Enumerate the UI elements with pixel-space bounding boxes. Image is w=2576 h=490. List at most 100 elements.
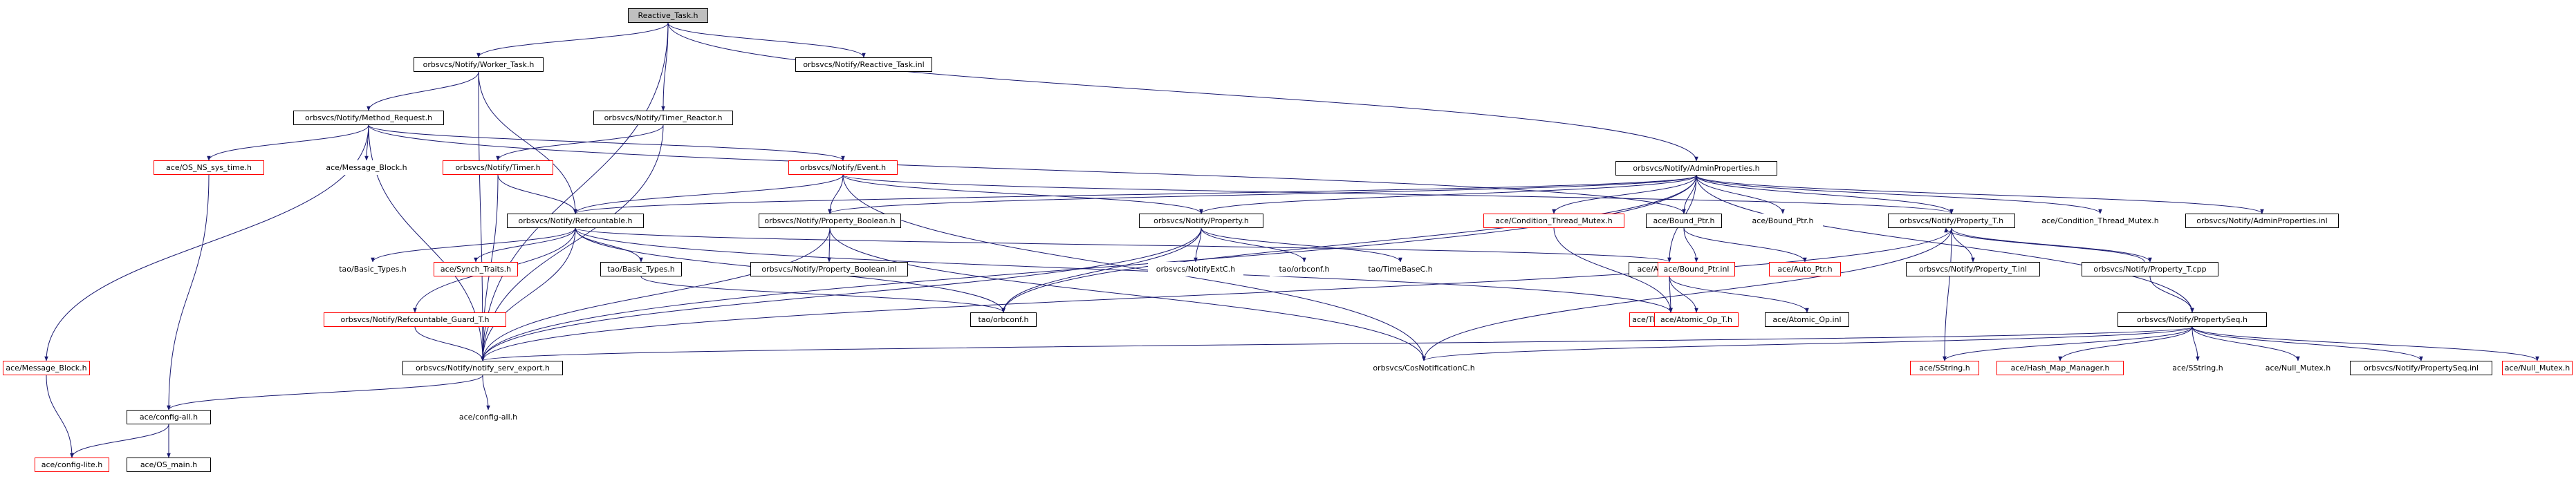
edge-ap-to-api xyxy=(1696,175,2264,214)
node-method-request-h[interactable]: orbsvcs/Notify/Method_Request.h xyxy=(293,111,444,125)
edge-rgt-to-nse xyxy=(414,326,485,361)
node-orbconf-h[interactable]: tao/orbconf.h xyxy=(970,312,1037,327)
node-auto-ptr-h[interactable]: ace/Auto_Ptr.h xyxy=(1769,262,1841,276)
edge-ap-to-ctm xyxy=(1552,175,1697,214)
node-property-h[interactable]: orbsvcs/Notify/Property.h xyxy=(1139,214,1263,228)
node-worker-task-h[interactable]: orbsvcs/Notify/Worker_Task.h xyxy=(414,57,544,72)
node-admin-properties-h[interactable]: orbsvcs/Notify/AdminProperties.h xyxy=(1615,161,1777,176)
node-cos-notification-c-h: orbsvcs/CosNotificationC.h xyxy=(1360,361,1488,375)
edge-pt-to-ptc xyxy=(1951,227,2152,263)
edge-ref-to-tbt2 xyxy=(575,227,643,263)
node-null-mutex-h-ext: ace/Null_Mutex.h xyxy=(2260,361,2336,375)
edge-nse-to-cfa2 xyxy=(482,375,490,411)
node-config-all-h-ext: ace/config-all.h xyxy=(450,410,527,424)
edge-ap-to-ctmw xyxy=(1696,175,2102,214)
node-message-block-h[interactable]: ace/Message_Block.h xyxy=(3,361,90,375)
edge-bp-to-bpi xyxy=(1683,227,1698,263)
node-refcountable-h[interactable]: orbsvcs/Notify/Refcountable.h xyxy=(507,214,644,228)
edge-pb-to-cnc xyxy=(829,227,1426,361)
edge-ao-to-aoi xyxy=(1669,276,1809,313)
node-event-h[interactable]: orbsvcs/Notify/Event.h xyxy=(788,160,898,175)
edge-ap-to-bpw xyxy=(1696,175,1785,214)
node-property-t-h[interactable]: orbsvcs/Notify/Property_T.h xyxy=(1888,214,2015,228)
edge-ref-to-st xyxy=(474,227,576,263)
edge-tr-to-tim xyxy=(496,124,664,161)
edge-ps-to-nm1 xyxy=(2192,326,2300,361)
node-condition-thread-mutex-h[interactable]: ace/Condition_Thread_Mutex.h xyxy=(1483,214,1624,228)
node-config-lite-h[interactable]: ace/config-lite.h xyxy=(35,458,109,472)
edge-ap-to-nse xyxy=(481,175,1697,361)
edge-ev-to-ref xyxy=(573,174,844,214)
edge-ref-to-thm xyxy=(575,227,1673,313)
edge-ons-to-cfa1 xyxy=(167,174,210,411)
node-atomic-op-t-h[interactable]: ace/Atomic_Op_T.h xyxy=(1654,312,1739,327)
node-reactive-task-h[interactable]: Reactive_Task.h xyxy=(628,8,708,23)
node-hash-map-manager-h[interactable]: ace/Hash_Map_Manager.h xyxy=(1996,361,2124,375)
edge-ev-to-pb xyxy=(828,174,844,214)
edge-ref-to-tbt1 xyxy=(371,227,576,263)
node-sstring-h[interactable]: ace/SString.h xyxy=(1910,361,1979,375)
edge-pb-to-pbi xyxy=(827,227,831,263)
node-timer-reactor-h[interactable]: orbsvcs/Notify/Timer_Reactor.h xyxy=(593,111,733,125)
node-config-all-h[interactable]: ace/config-all.h xyxy=(127,410,211,424)
edge-pt-to-pti xyxy=(1951,227,1975,263)
node-notify-ext-c-h: orbsvcs/NotifyExtC.h xyxy=(1148,262,1243,276)
edge-ao-to-aot xyxy=(1669,276,1698,313)
node-bound-ptr-inl[interactable]: ace/Bound_Ptr.inl xyxy=(1658,262,1735,276)
node-timer-h[interactable]: orbsvcs/Notify/Timer.h xyxy=(443,160,553,175)
node-message-block-h-ext: ace/Message_Block.h xyxy=(315,160,418,175)
node-time-base-c-h: tao/TimeBaseC.h xyxy=(1360,262,1441,276)
edge-ap-to-pb xyxy=(828,175,1697,214)
node-bound-ptr-h[interactable]: ace/Bound_Ptr.h xyxy=(1646,214,1722,228)
edge-ptc-to-pt xyxy=(1944,227,2145,263)
edge-rt-to-wt xyxy=(476,22,669,58)
node-synch-traits-h[interactable]: ace/Synch_Traits.h xyxy=(434,262,518,276)
node-null-mutex-h[interactable]: ace/Null_Mutex.h xyxy=(2502,361,2573,375)
edge-pt-to-ss1 xyxy=(1943,227,1952,361)
edge-mr-to-ons xyxy=(207,124,369,161)
edge-bp-to-aap xyxy=(1683,227,1807,263)
node-admin-properties-inl[interactable]: orbsvcs/Notify/AdminProperties.inl xyxy=(2185,214,2339,228)
edge-mr-to-bp xyxy=(368,124,1686,214)
edge-cfa1-to-cfl xyxy=(70,424,169,458)
node-os-main-h[interactable]: ace/OS_main.h xyxy=(127,458,211,472)
node-property-t-cpp[interactable]: orbsvcs/Notify/Property_T.cpp xyxy=(2082,262,2218,276)
edge-rt-to-rti xyxy=(667,22,866,58)
edge-pr-to-tbc xyxy=(1201,227,1402,263)
edge-ps-to-nm2 xyxy=(2192,326,2539,361)
edge-tim-to-ref xyxy=(497,174,577,214)
edge-mr-to-ev xyxy=(368,124,845,161)
edge-pb-to-nse xyxy=(481,227,831,361)
node-reactive-task-inl[interactable]: orbsvcs/Notify/Reactive_Task.inl xyxy=(795,57,932,72)
edge-pt-to-nse xyxy=(481,227,1952,361)
edge-ev-to-pr xyxy=(842,174,1203,214)
node-basic-types-h-ext: tao/Basic_Types.h xyxy=(331,262,415,276)
node-property-seq-h[interactable]: orbsvcs/Notify/PropertySeq.h xyxy=(2118,312,2267,327)
node-property-seq-inl[interactable]: orbsvcs/Notify/PropertySeq.inl xyxy=(2350,361,2492,375)
edge-wt-to-nse xyxy=(478,71,485,361)
node-os-ns-sys-time-h[interactable]: ace/OS_NS_sys_time.h xyxy=(154,160,264,175)
node-sstring-h-ext: ace/SString.h xyxy=(2165,361,2231,375)
edge-ps-to-ss2 xyxy=(2192,326,2200,361)
edge-ref-to-nse xyxy=(481,227,576,361)
edge-ap-to-ps xyxy=(1696,175,2194,313)
node-property-boolean-inl[interactable]: orbsvcs/Notify/Property_Boolean.inl xyxy=(750,262,908,276)
edge-ref-to-ao xyxy=(575,227,1671,263)
node-atomic-op-inl[interactable]: ace/Atomic_Op.inl xyxy=(1765,312,1849,327)
edge-pr-to-nse xyxy=(481,227,1202,361)
node-basic-types-h[interactable]: tao/Basic_Types.h xyxy=(600,262,682,276)
edge-ps-to-cnc xyxy=(1422,326,2193,361)
edge-ps-to-psi xyxy=(2192,326,2423,361)
edge-pr-to-nec xyxy=(1194,227,1202,263)
edge-ap-to-pt xyxy=(1696,175,1954,214)
edge-pr-to-ocf xyxy=(1001,227,1202,313)
node-property-boolean-h[interactable]: orbsvcs/Notify/Property_Boolean.h xyxy=(759,214,901,228)
edges-layer xyxy=(44,22,2539,458)
edge-ap-to-ref xyxy=(573,175,1697,214)
node-property-t-inl[interactable]: orbsvcs/Notify/Property_T.inl xyxy=(1906,262,2040,276)
node-notify-serv-export-h[interactable]: orbsvcs/Notify/notify_serv_export.h xyxy=(402,361,563,375)
edge-ps-to-nse xyxy=(481,326,2193,361)
edge-pt-to-cnc xyxy=(1422,227,1952,361)
node-refcountable-guard-t-h[interactable]: orbsvcs/Notify/Refcountable_Guard_T.h xyxy=(324,312,506,327)
